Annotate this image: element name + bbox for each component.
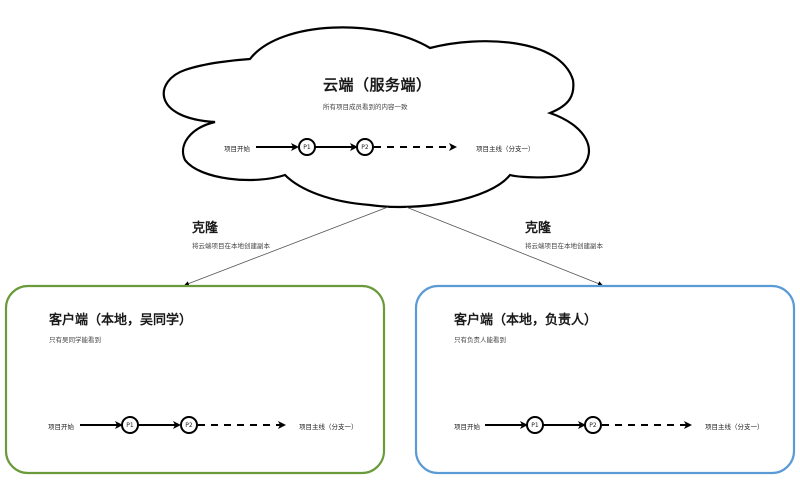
client-right-title: 客户端（本地，负责人） [454,313,598,328]
node-p2 [180,416,198,434]
client-left-box [4,284,386,475]
client-left-flow-start-label: 项目开始 [48,423,74,431]
client-right-flow-end-label: 项目主线（分支一） [705,423,764,431]
clone-left-title: 克隆 [192,221,219,236]
node-p1-label: P1 [126,422,134,429]
cloud-flow-start-label: 项目开始 [224,145,250,153]
cloud-subtitle: 所有项目成员看到的内容一致 [323,103,408,111]
cloud-flow-end-label: 项目主线（分支一） [476,145,535,153]
client-right-flow: P1 P2 [485,416,692,434]
node-p1-label: P1 [303,144,311,151]
client-right-flow-start-label: 项目开始 [454,423,480,431]
node-p2 [584,416,602,434]
client-left-flow: P1 P2 [80,416,286,434]
clone-right-title: 克隆 [525,221,552,236]
clone-line-left [184,206,389,286]
client-left-flow-end-label: 项目主线（分支一） [299,423,358,431]
clone-right-subtitle: 将云端项目在本地创建副本 [525,242,603,250]
cloud-title: 云端（服务端） [323,76,432,94]
client-right-subtitle: 只有负责人能看到 [454,336,506,344]
client-left-title: 客户端（本地，吴同学） [49,313,193,328]
node-p2-label: P2 [185,422,193,429]
node-p1-label: P1 [531,422,539,429]
cloud-flow: P1 P2 [256,138,457,156]
client-right-box [414,284,796,475]
clone-line-right [405,206,603,286]
clone-left-subtitle: 将云端项目在本地创建副本 [192,242,270,250]
node-p2-label: P2 [361,144,369,151]
cloud-shape [162,26,591,209]
client-left-subtitle: 只有吴同学能看到 [49,336,101,344]
node-p2 [356,138,374,156]
node-p2-label: P2 [589,422,597,429]
